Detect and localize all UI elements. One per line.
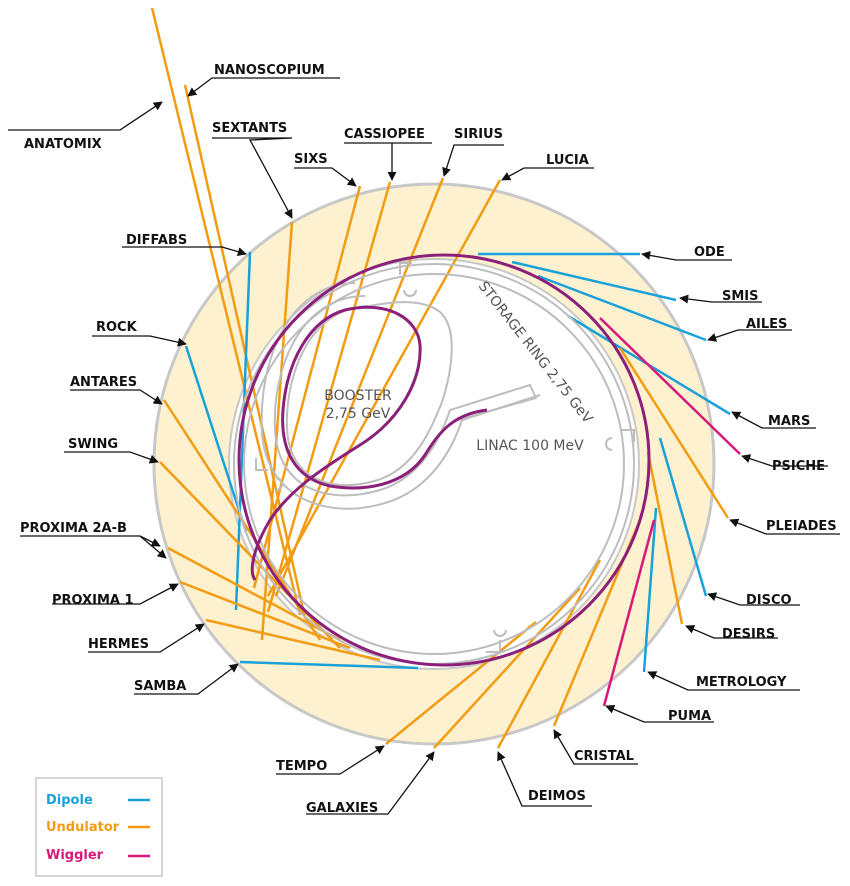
label-ailes: AILES	[746, 317, 787, 332]
label-cassiopee: CASSIOPEE	[344, 127, 425, 142]
booster-label-line2: 2,75 GeV	[326, 406, 391, 422]
legend-wiggler-label: Wiggler	[46, 848, 104, 863]
leader-tempo	[276, 745, 385, 775]
beamline-smis	[511, 260, 677, 302]
label-desirs: DESIRS	[722, 627, 775, 642]
beamline-pleiades	[618, 347, 730, 519]
leader-cassiopee	[344, 142, 432, 181]
beamline-galaxies	[433, 587, 581, 749]
label-samba: SAMBA	[134, 679, 186, 694]
leader-galaxies	[306, 751, 435, 815]
leader-metrology	[647, 671, 800, 691]
beamline-sixs	[252, 185, 362, 589]
label-ode: ODE	[694, 245, 725, 260]
leader-puma	[605, 704, 714, 723]
leader-diffabs	[122, 246, 247, 257]
leader-proxima-1	[52, 583, 179, 605]
leader-swing	[64, 451, 159, 464]
legend: Dipole Undulator Wiggler	[35, 777, 163, 877]
electron-path	[237, 253, 651, 667]
leader-sixs	[294, 167, 357, 187]
beamline-disco	[658, 437, 708, 597]
booster-label-line1: BOOSTER	[324, 388, 392, 404]
leader-cristal	[553, 729, 638, 765]
beamline-proxima-2a-b	[167, 546, 341, 642]
leader-deimos	[497, 751, 592, 807]
label-puma: PUMA	[668, 709, 711, 724]
leader-antares	[70, 389, 163, 405]
leader-ailes	[707, 329, 792, 342]
leader-proxima-2a-b	[20, 535, 167, 559]
beamline-puma	[602, 519, 656, 707]
booster-tunnel	[260, 282, 541, 510]
label-lucia: LUCIA	[546, 153, 589, 168]
label-hermes: HERMES	[88, 637, 149, 652]
label-diffabs: DIFFABS	[126, 233, 187, 248]
leader-anatomix	[8, 101, 163, 131]
beamline-sextants	[260, 221, 294, 641]
beamline-cassiopee	[266, 181, 392, 613]
beamline-psiche	[599, 317, 741, 455]
callout-layer: NANOSCOPIUM ANATOMIX SEXTANTS CASSIOPEE SIRI…	[8, 63, 840, 816]
leader-samba	[134, 663, 239, 695]
label-disco: DISCO	[746, 593, 792, 608]
label-proxima-2a-b: PROXIMA 2A-B	[20, 521, 127, 536]
beamline-ailes	[537, 274, 707, 342]
leader-sextants	[212, 137, 293, 219]
beamline-hermes	[205, 618, 381, 662]
label-antares: ANTARES	[70, 375, 137, 390]
label-swing: SWING	[68, 437, 118, 452]
label-rock: ROCK	[96, 320, 138, 335]
leader-disco	[707, 592, 800, 606]
label-psiche: PSICHE	[772, 459, 825, 474]
label-pleiades: PLEIADES	[766, 519, 837, 534]
leader-smis	[679, 294, 762, 304]
label-sextants: SEXTANTS	[212, 121, 287, 136]
linac-label: LINAC 100 MeV	[476, 438, 584, 454]
beamline-lucia	[266, 179, 502, 597]
leader-proxima-2a-b-secondary	[139, 535, 161, 547]
label-galaxies: GALAXIES	[306, 801, 378, 816]
label-anatomix: ANATOMIX	[24, 137, 102, 152]
label-sixs: SIXS	[294, 152, 328, 167]
beamline-desirs	[646, 451, 684, 625]
leader-rock	[92, 335, 187, 347]
label-deimos: DEIMOS	[528, 789, 586, 804]
label-metrology: METROLOGY	[696, 675, 787, 690]
beamline-metrology	[642, 507, 658, 673]
beamline-rock	[184, 345, 248, 533]
legend-undulator-label: Undulator	[46, 820, 120, 835]
beamline-proxima-1	[179, 580, 351, 650]
leader-pleiades	[729, 518, 840, 535]
beamline-diffabs	[234, 251, 252, 611]
label-mars: MARS	[768, 414, 810, 429]
beamline-tempo	[385, 621, 537, 745]
beamline-samba	[239, 660, 419, 670]
legend-dipole-label: Dipole	[46, 793, 93, 808]
leader-ode	[641, 250, 732, 261]
label-nanoscopium: NANOSCOPIUM	[214, 63, 325, 78]
leader-sirius	[442, 144, 504, 177]
beamline-deimos	[496, 559, 602, 749]
leader-mars	[731, 411, 816, 429]
leader-hermes	[88, 623, 205, 653]
label-tempo: TEMPO	[276, 759, 327, 774]
leader-nanoscopium	[187, 77, 340, 97]
inner-building	[228, 258, 640, 670]
label-proxima-1: PROXIMA 1	[52, 593, 134, 608]
leader-psiche	[741, 454, 828, 467]
label-cristal: CRISTAL	[574, 749, 634, 764]
label-sirius: SIRIUS	[454, 127, 503, 142]
beamline-sirius	[274, 177, 445, 597]
leader-lucia	[501, 167, 594, 181]
leader-desirs	[685, 625, 778, 639]
label-smis: SMIS	[722, 289, 759, 304]
